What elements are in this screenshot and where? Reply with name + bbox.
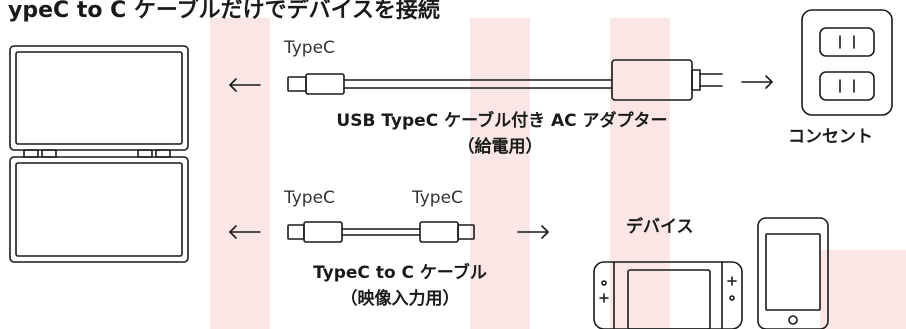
arrow-right-bottom — [517, 225, 549, 239]
background-mark-1 — [210, 18, 270, 329]
game-console-icon — [593, 261, 743, 329]
usb-typec-plug-top — [287, 73, 345, 95]
usb-typec-plug-bottom-right — [419, 221, 475, 243]
video-cable-purpose: （映像入力用） — [340, 289, 460, 309]
hinge-left-1 — [23, 149, 39, 158]
monitor-bottom-screen — [15, 162, 183, 257]
power-cable-name: USB TypeC ケーブル付き AC アダプター — [336, 111, 668, 131]
bottom-right-typec-label: TypeC — [412, 188, 463, 208]
power-cable — [343, 79, 613, 89]
smartphone-icon — [757, 217, 829, 329]
hinge-right-1 — [137, 149, 153, 158]
power-cable-purpose: （給電用） — [457, 137, 543, 157]
monitor-top-panel — [9, 45, 189, 151]
video-cable — [341, 228, 421, 236]
page-title: ypeC to C ケーブルだけでデバイスを接続 — [8, 0, 440, 23]
arrow-left-bottom — [229, 225, 261, 239]
bottom-left-typec-label: TypeC — [284, 188, 335, 208]
background-mark-3 — [610, 18, 670, 329]
wall-outlet-icon — [801, 9, 893, 116]
arrow-right-top — [741, 75, 773, 89]
monitor-bottom-panel — [9, 156, 189, 263]
background-mark-4 — [820, 250, 906, 329]
hinge-left-2 — [41, 149, 57, 158]
monitor-top-screen — [15, 51, 183, 145]
top-typec-label: TypeC — [284, 38, 335, 58]
usb-typec-plug-bottom-left — [287, 221, 343, 243]
video-cable-name: TypeC to C ケーブル — [313, 263, 487, 283]
devices-label: デバイス — [626, 217, 694, 237]
ac-adapter-icon — [611, 59, 723, 101]
arrow-left-top — [229, 78, 261, 92]
background-mark-2 — [470, 18, 530, 329]
outlet-label: コンセント — [788, 127, 873, 147]
hinge-right-2 — [155, 149, 171, 158]
monitor-illustration — [9, 45, 189, 263]
